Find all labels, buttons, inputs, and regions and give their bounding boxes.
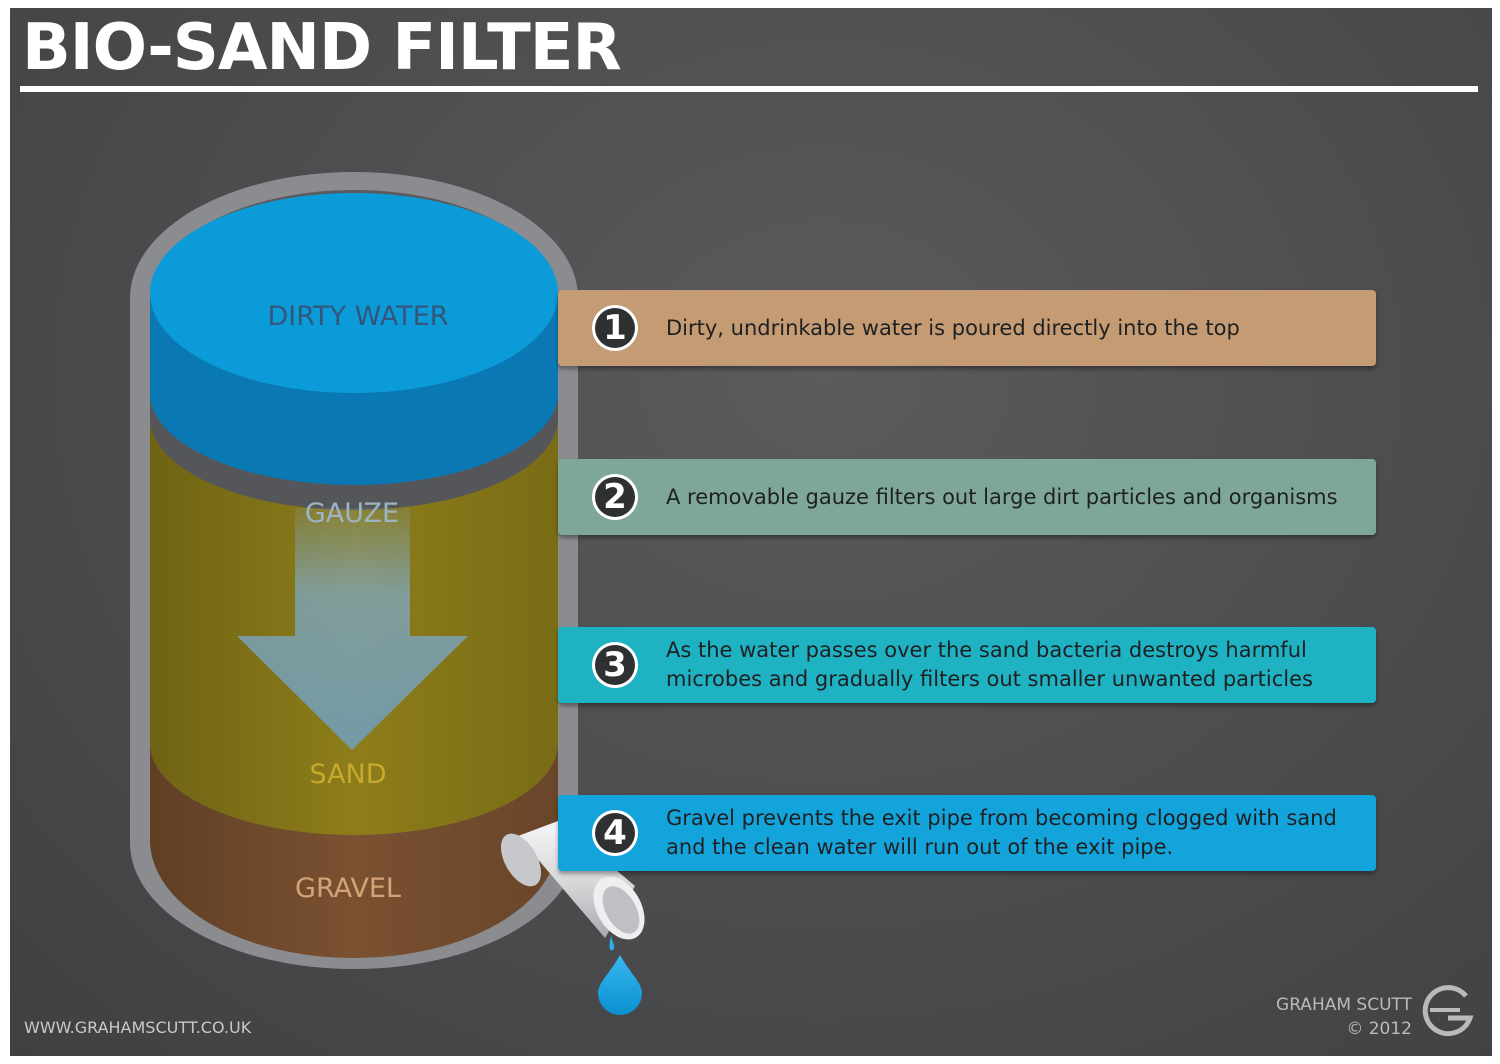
step-3-badge: 3 — [592, 642, 638, 688]
dirty-water-surface — [150, 193, 558, 393]
step-1-number: 1 — [595, 308, 635, 348]
step-1-badge: 1 — [592, 305, 638, 351]
step-3-panel: 3 As the water passes over the sand bact… — [558, 627, 1376, 703]
gravel-layer — [150, 743, 558, 958]
step-4-text: Gravel prevents the exit pipe from becom… — [666, 806, 1337, 859]
website-link[interactable]: WWW.GRAHAMSCUTT.CO.UK — [24, 1018, 252, 1037]
author-name: GRAHAM SCUTT — [1276, 995, 1412, 1015]
step-4-number: 4 — [595, 813, 635, 853]
label-gravel: GRAVEL — [295, 873, 401, 904]
label-gauze: GAUZE — [305, 498, 399, 529]
step-3-number: 3 — [595, 645, 635, 685]
step-2-number: 2 — [595, 477, 635, 517]
step-4-panel: 4 Gravel prevents the exit pipe from bec… — [558, 795, 1376, 871]
step-2-badge: 2 — [592, 474, 638, 520]
flow-arrow — [237, 508, 468, 750]
step-4-badge: 4 — [592, 810, 638, 856]
exit-pipe — [500, 821, 645, 940]
author-logo-icon — [1422, 985, 1474, 1037]
author-credit: GRAHAM SCUTT © 2012 — [1276, 993, 1412, 1041]
poster: BIO-SAND FILTER — [10, 8, 1492, 1056]
filter-diagram: DIRTY WATER GAUZE SAND GRAVEL — [130, 172, 645, 1015]
copyright-text: © 2012 — [1346, 1019, 1412, 1039]
title-underline — [20, 86, 1478, 92]
label-dirty-water: DIRTY WATER — [267, 301, 448, 332]
step-3-text: As the water passes over the sand bacter… — [666, 638, 1313, 691]
step-1-panel: 1 Dirty, undrinkable water is poured dir… — [558, 290, 1376, 366]
step-2-text: A removable gauze filters out large dirt… — [666, 484, 1338, 509]
step-1-text: Dirty, undrinkable water is poured direc… — [666, 315, 1240, 340]
page-title: BIO-SAND FILTER — [22, 11, 622, 85]
water-drop — [598, 936, 642, 1015]
label-sand: SAND — [309, 759, 386, 790]
step-2-panel: 2 A removable gauze filters out large di… — [558, 459, 1376, 535]
